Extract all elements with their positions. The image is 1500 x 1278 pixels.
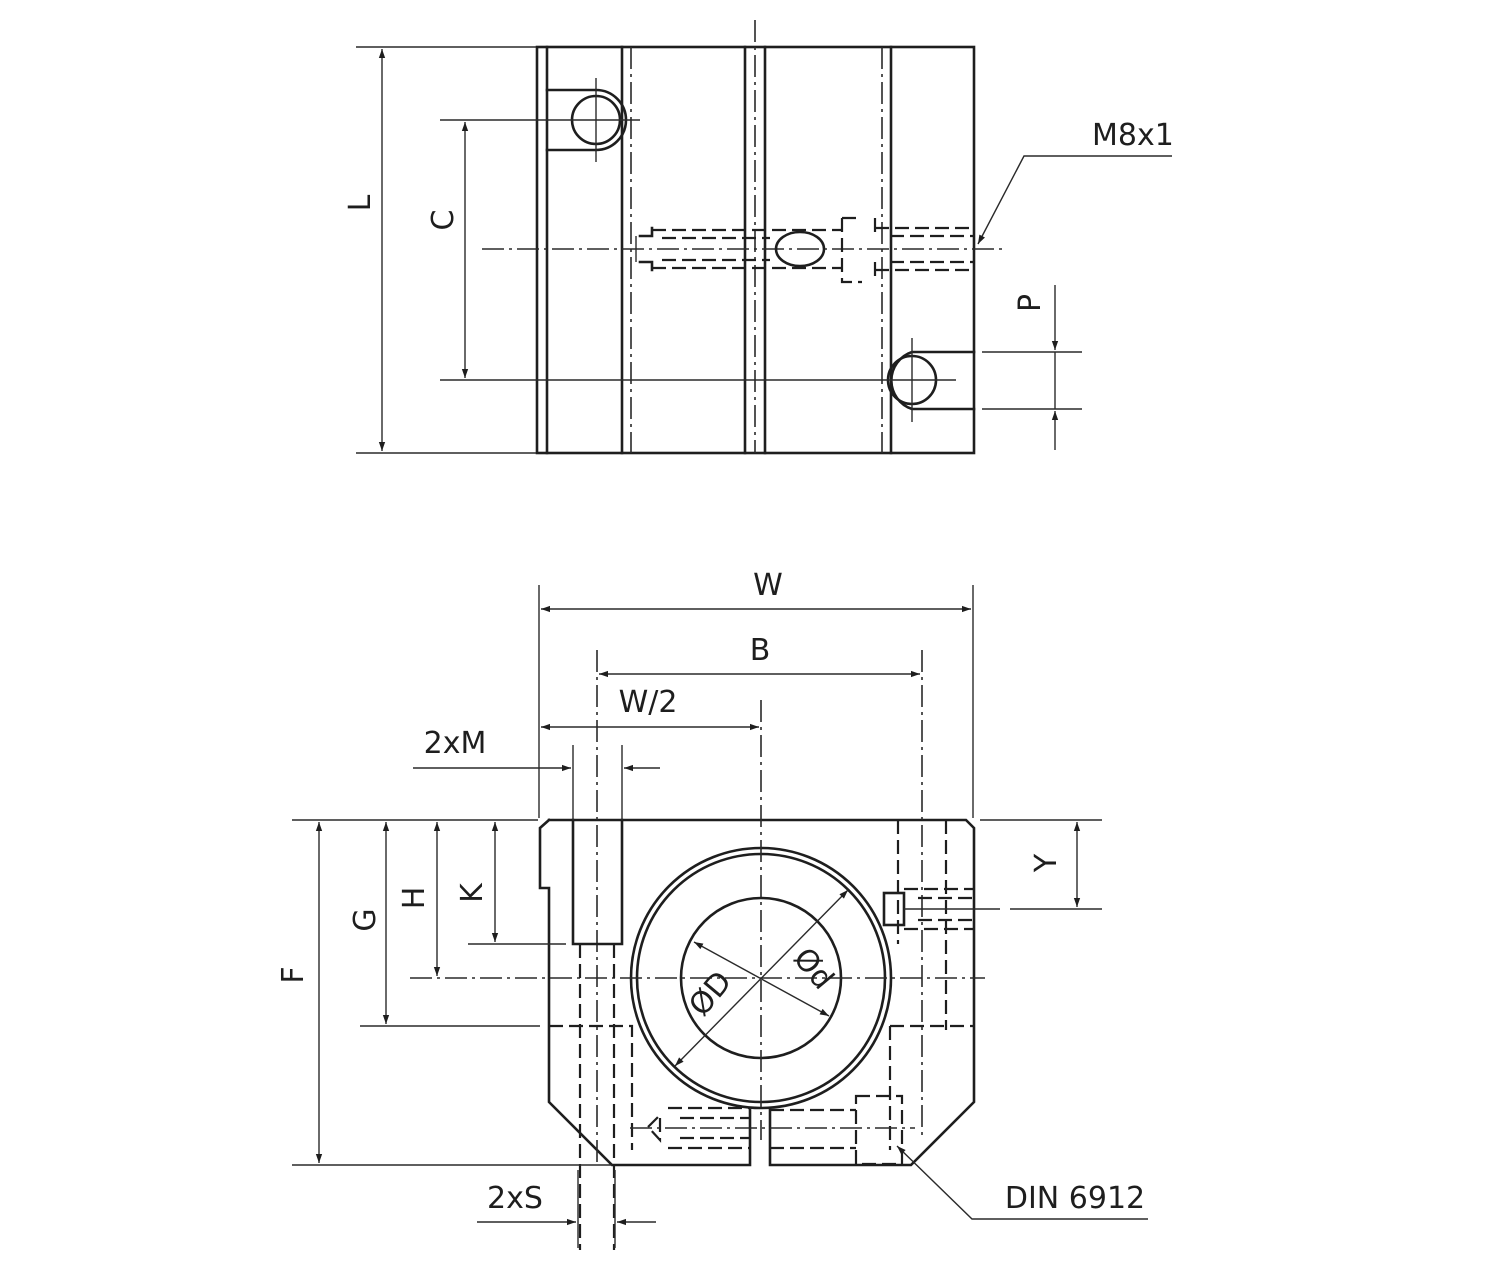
thread-callout-M8x1: M8x1 (1092, 118, 1174, 153)
dimension-label-W-half: W/2 (619, 685, 678, 720)
dimension-label-P: P (1013, 294, 1048, 312)
dimension-label-Y: Y (1029, 853, 1064, 873)
bottom-screw-icon (630, 1094, 915, 1166)
dimension-label-W: W (753, 568, 783, 603)
screw-standard-callout: DIN 6912 (1005, 1181, 1145, 1216)
clamp-screw-icon (635, 216, 974, 284)
dimension-label-2xS: 2xS (487, 1181, 543, 1216)
front-view: W B W/2 2xM F G H K Y (276, 568, 1148, 1250)
dimension-label-K: K (455, 882, 490, 903)
dimension-label-B: B (750, 633, 771, 668)
dimension-label-G: G (348, 908, 383, 931)
dimension-label-F: F (276, 966, 311, 983)
diameter-label-d: Ød (786, 941, 840, 996)
dimension-label-C: C (426, 210, 461, 231)
dimension-label-H: H (397, 887, 432, 910)
dimension-label-2xM: 2xM (424, 726, 487, 761)
front-view-body-outline (538, 818, 976, 1167)
dimension-label-L: L (343, 194, 378, 211)
top-view: L C P M8x1 (343, 20, 1174, 455)
